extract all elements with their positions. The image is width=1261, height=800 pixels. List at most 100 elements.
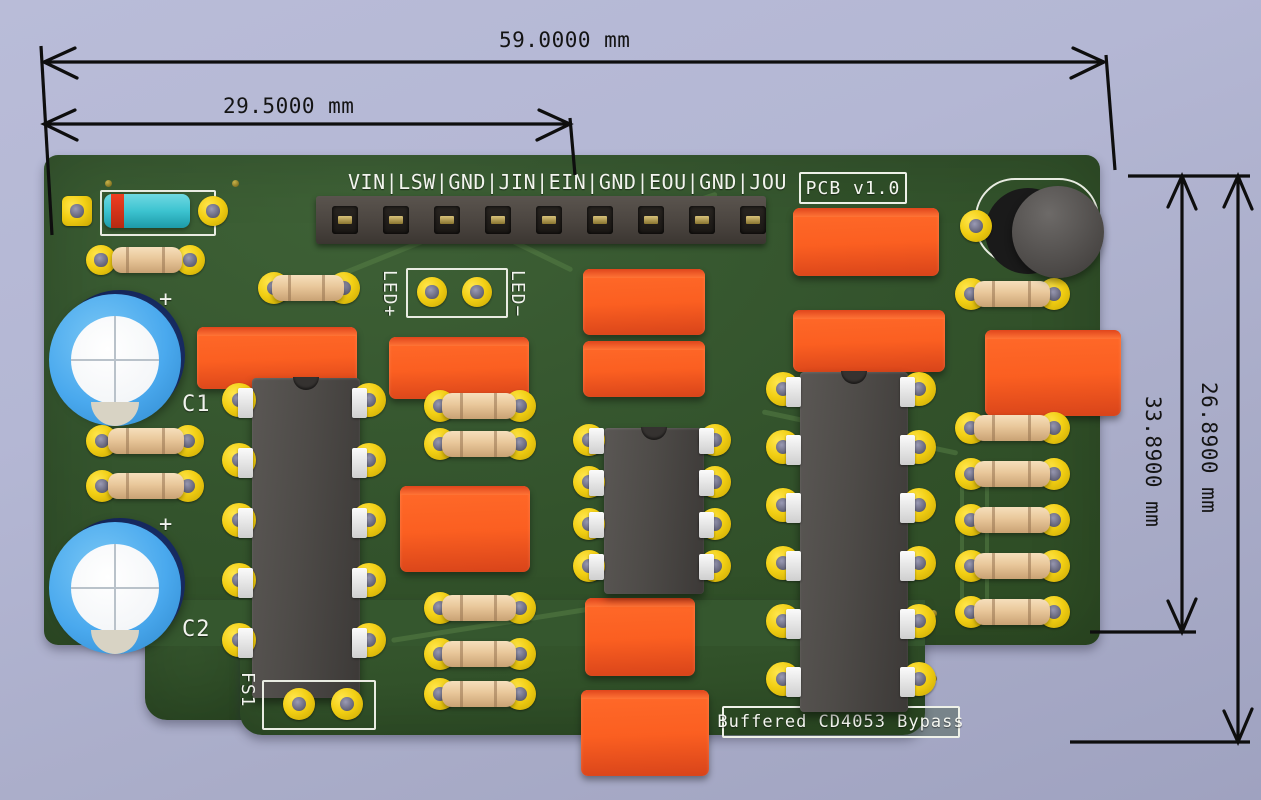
resistor-r3[interactable]: [108, 473, 184, 499]
pad-fuse-1[interactable]: [283, 688, 315, 720]
dip-ic-left[interactable]: [252, 377, 360, 698]
cap-top-face: [400, 486, 530, 495]
header-socket-3[interactable]: [434, 206, 460, 234]
resistor-r12[interactable]: [974, 507, 1050, 533]
ic-pin: [352, 508, 367, 538]
ic-pin: [786, 435, 801, 465]
resistor-r1[interactable]: [272, 275, 344, 301]
header-socket-1[interactable]: [332, 206, 358, 234]
film-capacitor-2[interactable]: [389, 337, 529, 399]
resistor-r8[interactable]: [442, 681, 516, 707]
ic-pin: [589, 470, 604, 496]
cap-top-face: [985, 330, 1121, 339]
header-contact: [593, 216, 607, 224]
resistor-r9[interactable]: [974, 281, 1050, 307]
silkscreen-led-negative: LED−: [507, 270, 528, 318]
resistor-r4[interactable]: [442, 393, 516, 419]
film-capacitor-9[interactable]: [793, 310, 945, 372]
ic-pin: [786, 667, 801, 697]
ic-pin: [786, 609, 801, 639]
ic-pin: [699, 428, 714, 454]
cap-top-face: [793, 310, 945, 319]
silkscreen-c2-ref: C2: [182, 617, 211, 642]
pad-led-negative[interactable]: [462, 277, 492, 307]
silkscreen-c1-polarity: +: [159, 287, 174, 312]
header-socket-5[interactable]: [536, 206, 562, 234]
via: [232, 180, 239, 187]
film-capacitor-5[interactable]: [583, 341, 705, 397]
resistor-top-left[interactable]: [112, 247, 182, 273]
electrolytic-capacitor-c1[interactable]: [49, 290, 185, 426]
film-capacitor-6[interactable]: [585, 598, 695, 676]
header-contact: [389, 216, 403, 224]
header-socket-2[interactable]: [383, 206, 409, 234]
ic-pin: [900, 435, 915, 465]
header-contact: [695, 216, 709, 224]
header-socket-9[interactable]: [740, 206, 766, 234]
film-capacitor-10[interactable]: [985, 330, 1121, 416]
resistor-r5[interactable]: [442, 431, 516, 457]
film-capacitor-3[interactable]: [400, 486, 530, 572]
pad-fuse-2[interactable]: [331, 688, 363, 720]
header-contact: [440, 216, 454, 224]
ic-pin1-notch: [841, 371, 867, 384]
ic-pin: [589, 554, 604, 580]
film-capacitor-7[interactable]: [581, 690, 709, 776]
header-socket-4[interactable]: [485, 206, 511, 234]
ic-pin: [352, 568, 367, 598]
pad-diode-anode[interactable]: [62, 196, 92, 226]
resistor-r11[interactable]: [974, 461, 1050, 487]
dimension-label-inner-height: 33.8900 mm: [1141, 396, 1165, 528]
dip-ic-middle[interactable]: [604, 427, 704, 594]
cap-top-face: [197, 327, 357, 336]
via: [105, 180, 112, 187]
silkscreen-header-pin-labels: VIN|LSW|GND|JIN|EIN|GND|EOU|GND|JOU: [348, 170, 787, 194]
film-capacitor-8[interactable]: [793, 208, 939, 276]
silkscreen-led-positive: LED+: [379, 270, 400, 318]
header-socket-7[interactable]: [638, 206, 664, 234]
header-contact: [338, 216, 352, 224]
ic-pin: [699, 554, 714, 580]
silkscreen-c2-polarity: +: [159, 512, 174, 537]
silkscreen-c1-ref: C1: [182, 392, 211, 417]
copper-trace: [985, 470, 989, 620]
header-contact: [491, 216, 505, 224]
resistor-r14[interactable]: [974, 599, 1050, 625]
pin-header-connector[interactable]: [316, 196, 766, 244]
header-socket-8[interactable]: [689, 206, 715, 234]
ic-pin: [238, 388, 253, 418]
cap-top-face: [581, 690, 709, 699]
film-capacitor-4[interactable]: [583, 269, 705, 335]
dimension-label-overall-width: 59.0000 mm: [499, 28, 631, 52]
resistor-r6[interactable]: [442, 595, 516, 621]
electrolytic-capacitor-c2[interactable]: [49, 518, 185, 654]
ic-pin: [786, 377, 801, 407]
header-contact: [644, 216, 658, 224]
resistor-r13[interactable]: [974, 553, 1050, 579]
ic-pin: [238, 448, 253, 478]
glass-diode-d1[interactable]: [104, 194, 190, 228]
resistor-r10[interactable]: [974, 415, 1050, 441]
ic-pin: [699, 512, 714, 538]
dimension-label-outer-height: 26.8900 mm: [1197, 382, 1221, 514]
ic-pin: [352, 628, 367, 658]
resistor-r7[interactable]: [442, 641, 516, 667]
ic-pin: [900, 667, 915, 697]
disc-capacitor[interactable]: [1012, 186, 1104, 278]
pad-diode-cathode[interactable]: [198, 196, 228, 226]
resistor-band: [162, 247, 165, 273]
header-socket-6[interactable]: [587, 206, 613, 234]
led-footprint-outline: [406, 268, 508, 318]
cap-top-face: [585, 598, 695, 607]
cap-top-face: [389, 337, 529, 346]
pad-disc-cap[interactable]: [960, 210, 992, 242]
resistor-r2[interactable]: [108, 428, 184, 454]
ic-pin: [786, 551, 801, 581]
ic-pin: [699, 470, 714, 496]
ic-pin: [900, 493, 915, 523]
resistor-band: [126, 247, 129, 273]
dip-ic-right[interactable]: [800, 371, 908, 712]
pad-led-positive[interactable]: [417, 277, 447, 307]
pad-resistor-left[interactable]: [86, 245, 116, 275]
